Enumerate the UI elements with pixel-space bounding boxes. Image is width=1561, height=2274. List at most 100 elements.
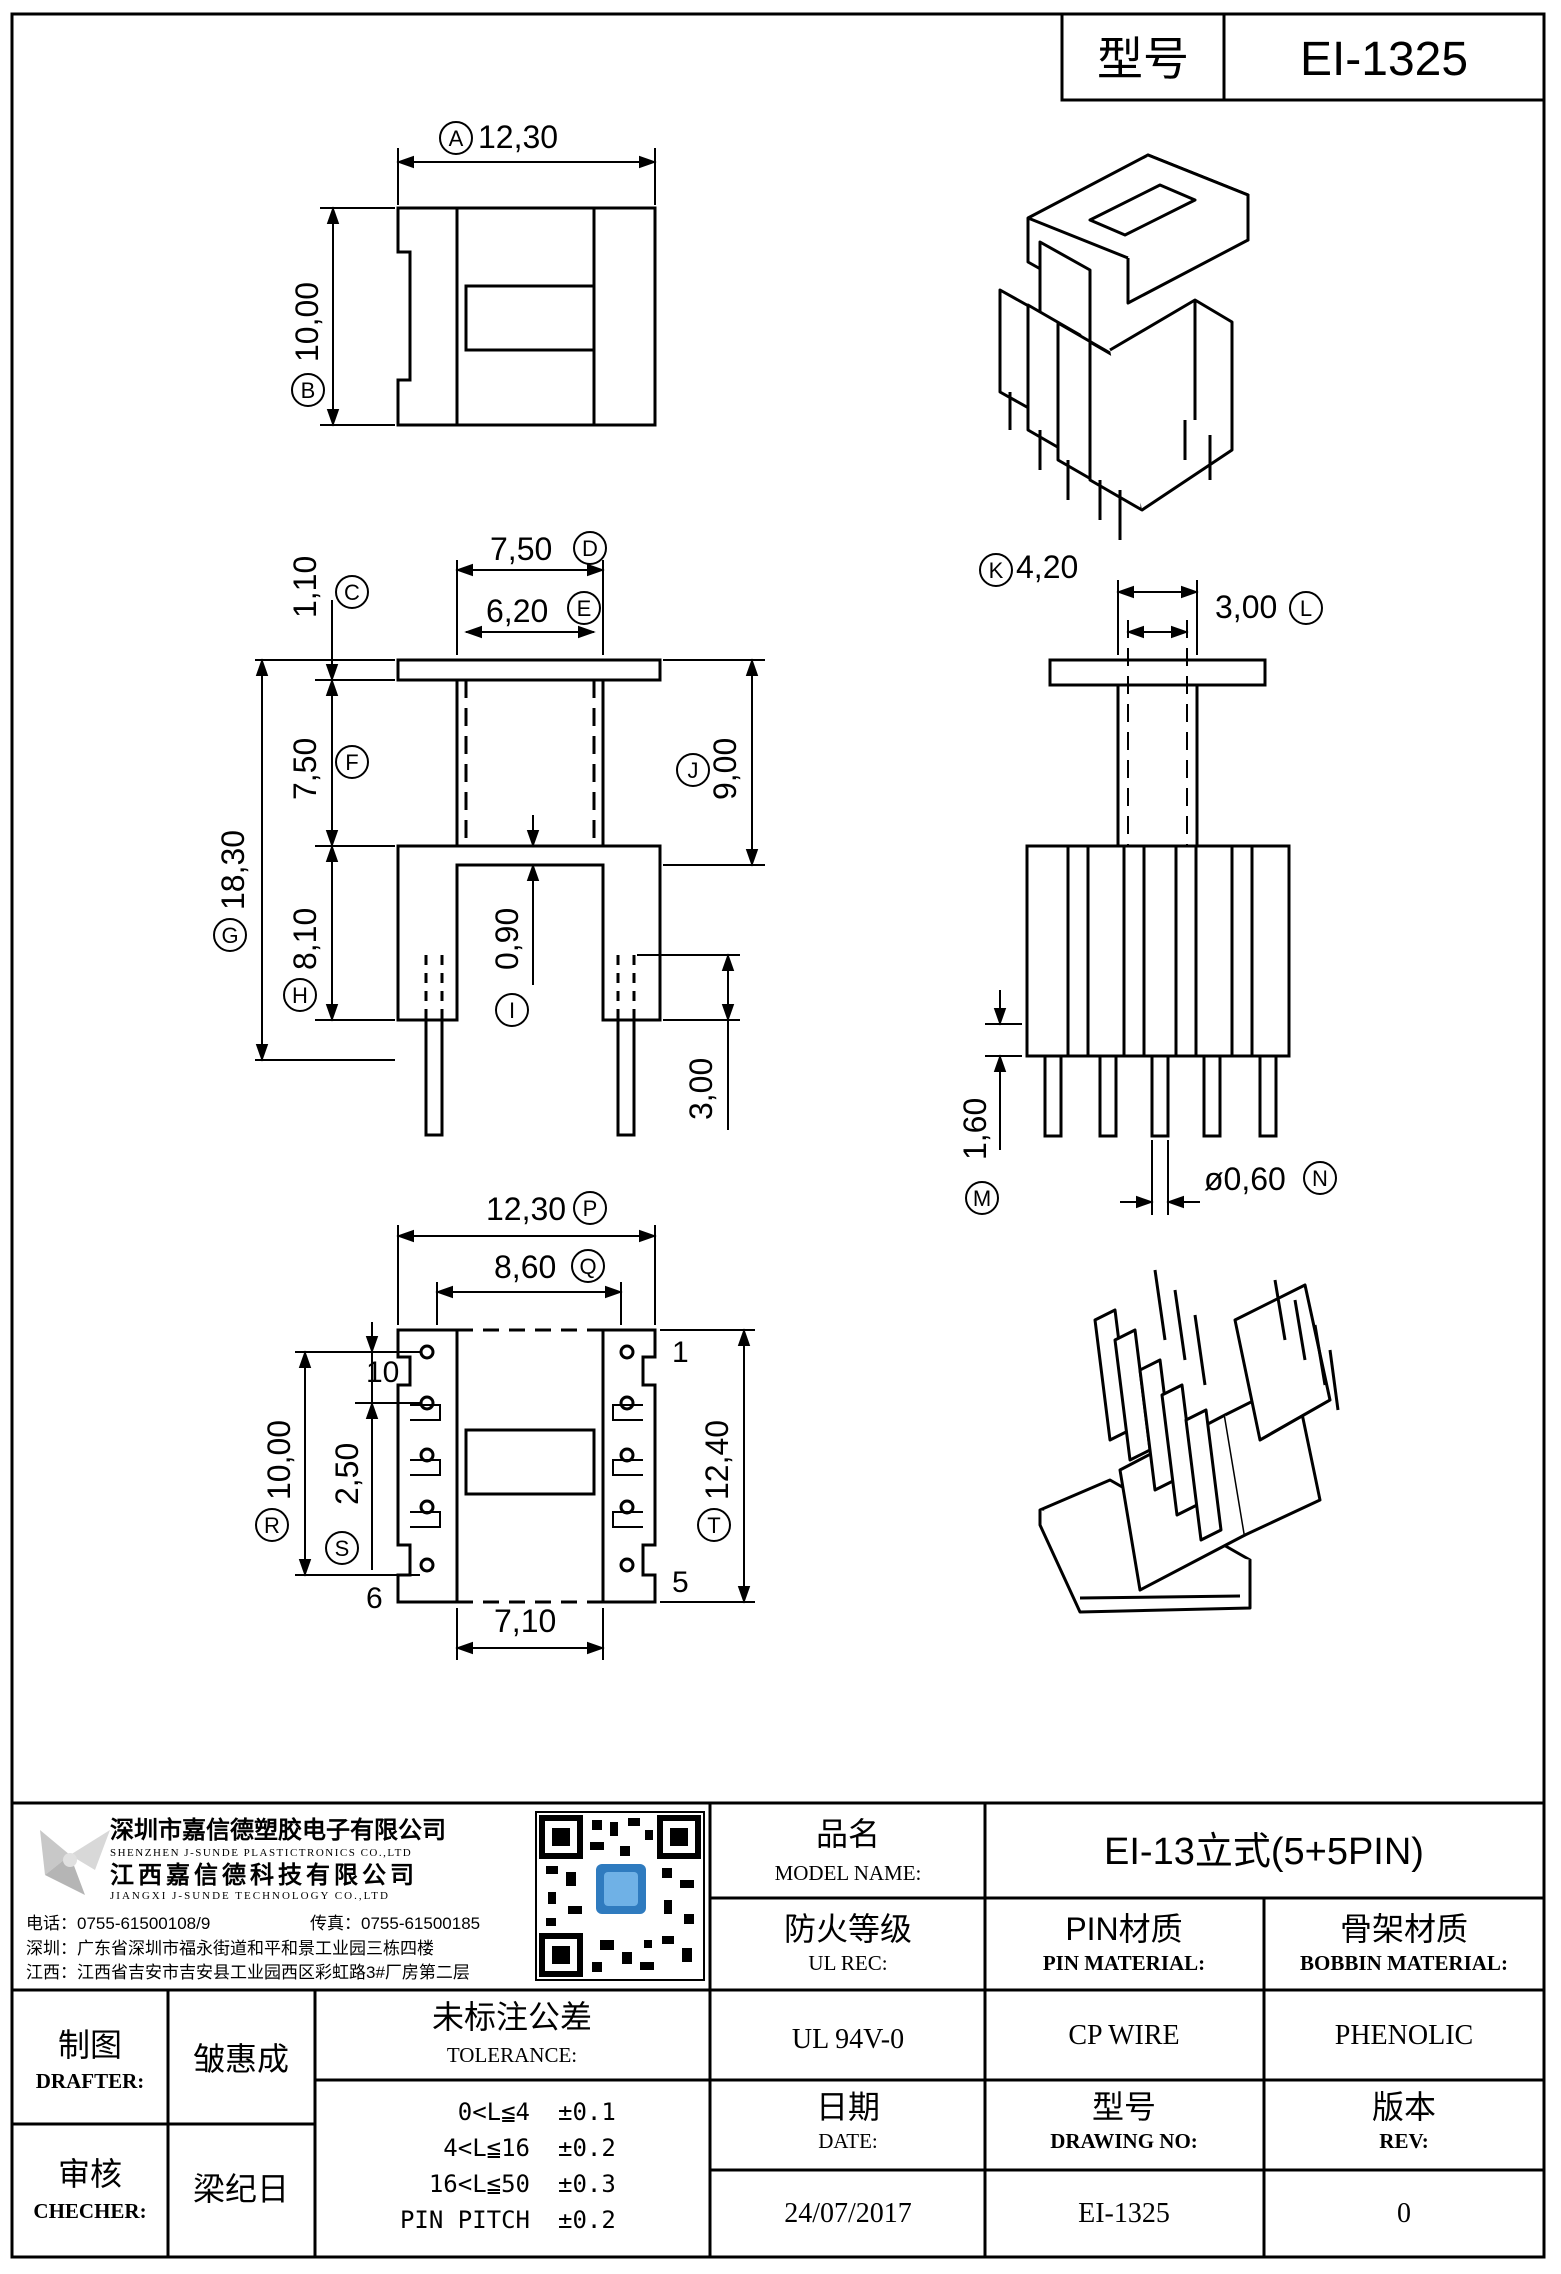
svg-text:Q: Q: [579, 1254, 596, 1279]
pin-material-en: PIN MATERIAL:: [1043, 1951, 1205, 1975]
svg-text:S: S: [335, 1536, 350, 1561]
model-name-cn: 品名: [816, 1816, 880, 1852]
dim-k-value: 4,20: [1016, 549, 1078, 585]
checker-cn: 审核: [58, 2156, 122, 2192]
dim-m: 1,60 M: [957, 1098, 999, 1215]
company2-name-cn: 江西嘉信德科技有限公司: [110, 1861, 418, 1889]
date-en: DATE:: [818, 2129, 878, 2153]
dim-p-value: 12,30: [486, 1191, 566, 1227]
dim-r: 10,00 R: [255, 1420, 297, 1542]
bottom-view-pins: [419, 1344, 635, 1573]
dim-n: ø0,60 N: [1204, 1161, 1337, 1197]
tolerance-value: ±0.2: [558, 2134, 616, 2162]
svg-text:C: C: [344, 580, 360, 605]
tolerance-table: 0<L≦4 ±0.1 4<L≦16 ±0.2 16<L≦50 ±0.3 PIN …: [400, 2098, 616, 2234]
tolerance-range: PIN PITCH: [400, 2206, 530, 2234]
header-label: 型号: [1097, 33, 1189, 85]
bobbin-material-en: BOBBIN MATERIAL:: [1300, 1951, 1508, 1975]
tolerance-range: 0<L≦4: [458, 2098, 530, 2126]
company-address-shenzhen: 深圳：广东省深圳市福永街道和平和景工业园三栋四楼: [26, 1939, 434, 1958]
bottom-view: [295, 1225, 755, 1660]
checker-value: 梁纪日: [193, 2171, 289, 2207]
svg-text:M: M: [973, 1186, 991, 1211]
company-logo: [40, 1830, 110, 1895]
dim-i-value: 0,90: [489, 908, 525, 970]
pin-label-10: 10: [366, 1356, 399, 1389]
dim-f-value: 7,50: [287, 738, 323, 800]
dim-t-value: 12,40: [699, 1420, 735, 1500]
dim-n-value: ø0,60: [1204, 1161, 1286, 1197]
svg-text:A: A: [449, 126, 464, 151]
dim-e: 6,20 E: [486, 591, 601, 629]
side-view: [255, 560, 765, 1137]
date-value: 24/07/2017: [784, 2198, 912, 2229]
isometric-view-top: [998, 153, 1250, 540]
isometric-view-bottom: [1038, 1269, 1340, 1614]
dim-d-value: 7,50: [490, 531, 552, 567]
dim-i: 0,90 I: [489, 908, 529, 1027]
dim-j: J 9,00: [676, 738, 743, 800]
tolerance-en: TOLERANCE:: [447, 2043, 577, 2067]
company-name-en: SHENZHEN J-SUNDE PLASTICTRONICS CO.,LTD: [110, 1847, 412, 1859]
dim-d: 7,50 D: [490, 531, 607, 567]
dim-b-value: 10,00: [289, 282, 325, 362]
model-name-en: MODEL NAME:: [775, 1861, 922, 1885]
dim-t: T 12,40: [697, 1420, 735, 1542]
pin-material-value: CP WIRE: [1068, 2020, 1179, 2051]
tolerance-range: 4<L≦16: [443, 2134, 530, 2162]
svg-text:L: L: [1300, 596, 1312, 621]
drawing-no-cn: 型号: [1092, 2089, 1156, 2125]
model-name-value: EI-13立式(5+5PIN): [1104, 1831, 1424, 1873]
dim-c-value: 1,10: [287, 556, 323, 618]
checker-en: CHECHER:: [33, 2199, 146, 2223]
dim-j-value: 9,00: [707, 738, 743, 800]
pin-material-cn: PIN材质: [1065, 1911, 1182, 1947]
svg-text:H: H: [292, 983, 308, 1008]
svg-text:K: K: [989, 558, 1004, 583]
bobbin-material-value: PHENOLIC: [1335, 2020, 1473, 2051]
svg-text:I: I: [509, 998, 515, 1023]
qr-code: [535, 1811, 705, 1981]
dim-s-value: 2,50: [329, 1443, 365, 1505]
tolerance-value: ±0.3: [558, 2170, 616, 2198]
rev-en: REV:: [1379, 2129, 1428, 2153]
tolerance-value: ±0.1: [558, 2098, 616, 2126]
top-view: [320, 148, 657, 427]
svg-text:E: E: [577, 596, 592, 621]
dim-q-value: 8,60: [494, 1249, 556, 1285]
dim-h-value: 8,10: [287, 908, 323, 970]
drafter-en: DRAFTER:: [36, 2069, 145, 2093]
dim-g-value: 18,30: [215, 830, 251, 910]
drawing-no-en: DRAWING NO:: [1050, 2129, 1198, 2153]
dim-c: C 1,10: [287, 556, 369, 618]
dim-pin-length-value: 3,00: [683, 1058, 719, 1120]
company-phone: 电话：0755-61500108/9: [26, 1914, 210, 1933]
date-cn: 日期: [816, 2089, 880, 2125]
header-box: 型号 EI-1325: [1060, 12, 1546, 102]
header-model-number: EI-1325: [1300, 33, 1468, 86]
dim-p: 12,30 P: [486, 1191, 607, 1227]
dim-k: K 4,20: [979, 549, 1078, 587]
title-block: [12, 1801, 1544, 2257]
ul-value: UL 94V-0: [792, 2024, 904, 2055]
dim-m-value: 1,60: [957, 1098, 993, 1160]
dim-r-value: 10,00: [261, 1420, 297, 1500]
bobbin-material-cn: 骨架材质: [1340, 1911, 1468, 1947]
dim-s: 2,50 S: [325, 1443, 365, 1565]
svg-text:B: B: [301, 378, 316, 403]
pin-label-5: 5: [672, 1566, 689, 1599]
svg-text:J: J: [688, 758, 699, 783]
tolerance-range: 16<L≦50: [429, 2170, 530, 2198]
drafter-value: 皱惠成: [193, 2041, 289, 2077]
tolerance-cn: 未标注公差: [432, 1999, 592, 2035]
svg-text:T: T: [707, 1513, 720, 1538]
dim-a-value: 12,30: [478, 119, 558, 155]
ul-cn: 防火等级: [784, 1911, 912, 1947]
tolerance-value: ±0.2: [558, 2206, 616, 2234]
pin-label-6: 6: [366, 1582, 383, 1615]
dim-l: 3,00 L: [1215, 589, 1323, 625]
svg-text:R: R: [264, 1513, 280, 1538]
pin-label-1: 1: [672, 1336, 689, 1369]
svg-text:P: P: [583, 1196, 598, 1221]
